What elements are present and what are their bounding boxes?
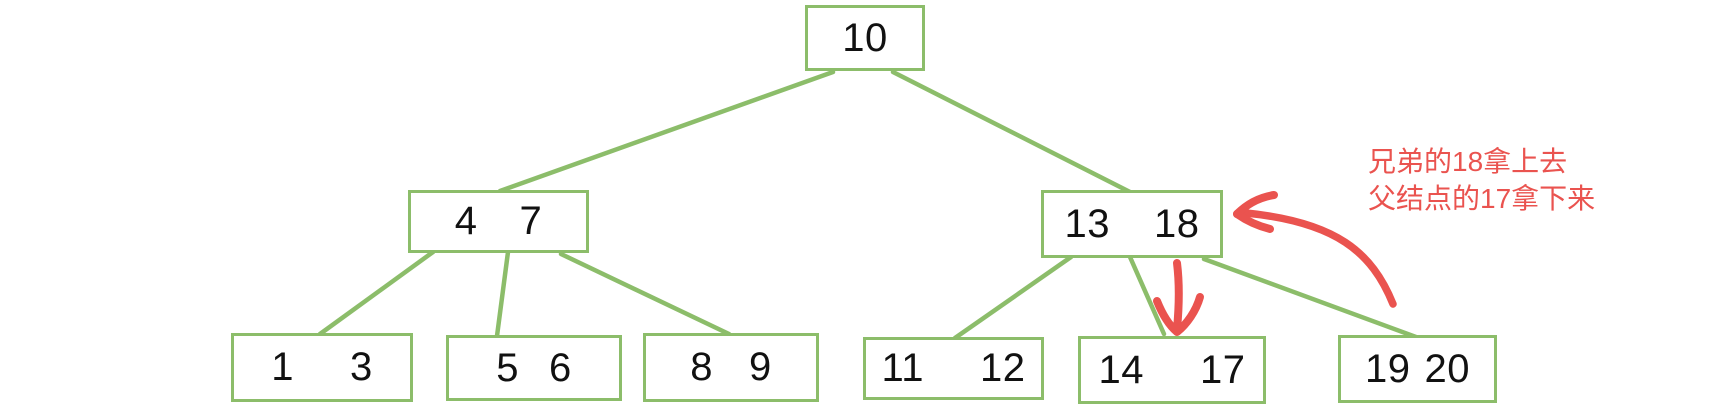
node-key: 20 xyxy=(1424,346,1470,391)
edge-13-18-to-11-12 xyxy=(952,254,1074,341)
edge-13-18-to-19-20 xyxy=(1201,256,1419,340)
node-key: 6 xyxy=(549,345,572,390)
node-key: 13 xyxy=(1064,201,1110,246)
annotation-line-1: 兄弟的18拿上去 xyxy=(1368,146,1568,177)
node-key: 7 xyxy=(519,199,543,243)
tree-node-5-6: 5 6 xyxy=(446,335,622,401)
edge-10-to-13-18 xyxy=(890,69,1133,195)
edge-13-18-to-14-17 xyxy=(1127,254,1167,337)
edge-10-to-4-7 xyxy=(497,69,836,194)
tree-node-4-7: 4 7 xyxy=(408,190,589,253)
edge-4-7-to-8-9 xyxy=(558,251,732,337)
node-key: 11 xyxy=(881,346,925,390)
node-key: 19 xyxy=(1365,346,1411,391)
tree-node-11-12: 11 12 xyxy=(863,337,1044,400)
tree-node-10: 10 xyxy=(805,5,925,71)
node-key: 1 xyxy=(271,345,294,389)
node-key: 4 xyxy=(454,199,478,243)
curved-arrow-shaft xyxy=(1242,209,1397,308)
curved-arrow-head-lower-icon xyxy=(1233,210,1274,233)
tree-node-1-3: 1 3 xyxy=(231,333,413,402)
edge-4-7-to-5-6 xyxy=(494,249,511,339)
edge-4-7-to-1-3 xyxy=(317,249,436,337)
tree-node-8-9: 8 9 xyxy=(643,333,819,402)
node-key: 14 xyxy=(1098,347,1144,392)
tree-node-19-20: 19 20 xyxy=(1338,335,1497,403)
node-key: 3 xyxy=(350,345,373,389)
annotation-text: 兄弟的18拿上去 父结点的17拿下来 xyxy=(1368,143,1595,217)
node-key: 5 xyxy=(496,345,519,390)
tree-node-14-17: 14 17 xyxy=(1078,336,1266,404)
node-key: 18 xyxy=(1154,201,1200,246)
node-key: 9 xyxy=(749,345,772,389)
node-key: 12 xyxy=(980,346,1026,390)
tree-node-13-18: 13 18 xyxy=(1041,190,1223,258)
down-arrow-head-icon xyxy=(1153,293,1204,336)
node-key: 10 xyxy=(842,15,888,60)
annotation-line-2: 父结点的17拿下来 xyxy=(1368,183,1596,214)
node-key: 17 xyxy=(1200,347,1246,392)
down-arrow-shaft xyxy=(1173,259,1183,333)
node-key: 8 xyxy=(690,345,713,389)
